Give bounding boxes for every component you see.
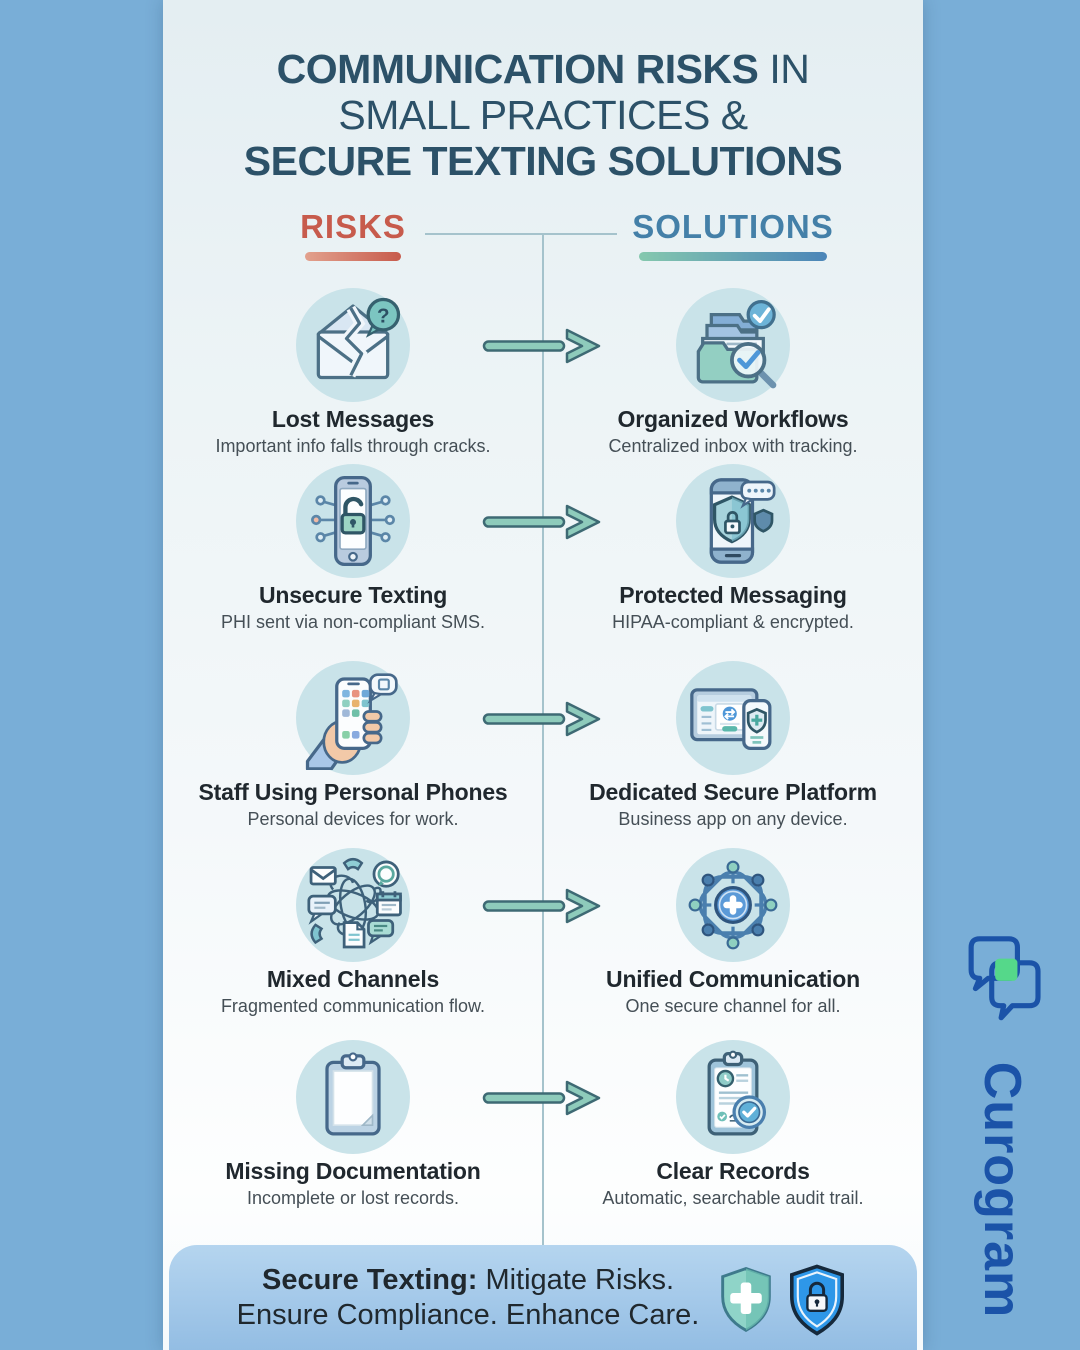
right-arrow-icon [481,698,605,740]
risks-underline [305,252,401,261]
solutions-underline [639,252,827,261]
title-line1-bold: COMMUNICATION RISKS [276,46,759,92]
solution-item: Dedicated Secure Platform Business app o… [543,661,923,830]
shield-cross-icon [721,1266,772,1332]
risk-desc: Personal devices for work. [247,809,459,829]
row-documentation: Missing Documentation Incomplete or lost… [163,1040,923,1209]
row-unsecure-texting: Unsecure Texting PHI sent via non-compli… [163,464,923,633]
risk-title: Mixed Channels [266,966,440,992]
empty-clipboard-icon [325,1052,381,1136]
risk-icon-circle [296,661,410,775]
solution-icon-circle [676,848,790,962]
solutions-header: SOLUTIONS [543,208,923,261]
solution-title: Dedicated Secure Platform [589,779,877,805]
footer-tagline-bold: Secure Texting: [261,1263,478,1296]
risk-icon-circle [296,848,410,962]
risk-desc: Incomplete or lost records. [246,1188,460,1208]
risk-icon-circle [296,464,410,578]
tangled-channels-icon [307,857,402,949]
solution-icon-circle [676,661,790,775]
solution-title: Organized Workflows [617,406,849,432]
solution-item: Unified Communication One secure channel… [543,848,923,1017]
solutions-label: SOLUTIONS [632,208,834,245]
audit-clipboard-icon [707,1050,767,1136]
risk-title: Staff Using Personal Phones [198,779,508,805]
solution-desc: HIPAA-compliant & encrypted. [612,612,854,632]
risks-header: RISKS [163,208,543,261]
footer-banner: Secure Texting: Mitigate Risks. Ensure C… [169,1245,917,1350]
risk-item: ? Lost Messages Important info falls thr… [163,288,543,457]
phone-unlocked-icon [311,476,395,566]
risks-label: RISKS [300,208,406,245]
risk-item: Unsecure Texting PHI sent via non-compli… [163,464,543,633]
right-arrow-icon [481,885,605,927]
risk-desc: Fragmented communication flow. [220,996,486,1016]
solution-desc: Centralized inbox with tracking. [608,436,858,456]
brand-strip: Curogram [923,0,1080,1350]
risk-title: Lost Messages [271,406,435,432]
solution-icon-circle [676,288,790,402]
solution-item: Organized Workflows Centralized inbox wi… [543,288,923,457]
row-personal-phones: Staff Using Personal Phones Personal dev… [163,661,923,830]
folders-magnifier-icon [696,300,777,389]
row-mixed-channels: Mixed Channels Fragmented communication … [163,848,923,1017]
solution-item: Protected Messaging HIPAA-compliant & en… [543,464,923,633]
risk-desc: Important info falls through cracks. [215,436,491,456]
solution-icon-circle [676,464,790,578]
phone-shield-icon [709,478,776,564]
shield-lock-icon [790,1264,845,1336]
network-hub-icon [688,860,778,950]
right-arrow-icon [481,501,605,543]
hand-phone-icon [305,673,398,770]
brand-name: Curogram [972,1061,1031,1319]
risk-item: Mixed Channels Fragmented communication … [163,848,543,1017]
title-line2: SMALL PRACTICES & [338,92,748,138]
footer-tagline: Secure Texting: Mitigate Risks. Ensure C… [237,1263,700,1333]
devices-platform-icon [690,688,772,750]
solution-icon-circle [676,1040,790,1154]
title-line3: SECURE TEXTING SOLUTIONS [243,138,843,184]
curogram-chat-bubbles-icon [959,932,1045,1033]
content-panel: COMMUNICATION RISKS IN SMALL PRACTICES &… [163,0,923,1350]
risk-icon-circle: ? [296,288,410,402]
center-divider-line [542,233,544,1245]
solution-desc: One secure channel for all. [625,996,841,1016]
footer-tagline-line2: Ensure Compliance. Enhance Care. [236,1298,700,1331]
solution-title: Clear Records [656,1158,810,1184]
right-arrow-icon [481,325,605,367]
page-title: COMMUNICATION RISKS IN SMALL PRACTICES &… [163,46,923,184]
risk-item: Missing Documentation Incomplete or lost… [163,1040,543,1209]
title-line1-light: IN [769,46,810,92]
solution-title: Unified Communication [606,966,860,992]
risk-title: Missing Documentation [225,1158,481,1184]
header-connector-line [425,233,617,235]
solution-desc: Business app on any device. [618,809,848,829]
solution-item: Clear Records Automatic, searchable audi… [543,1040,923,1209]
column-headers: RISKS SOLUTIONS [163,208,923,261]
solution-title: Protected Messaging [619,582,847,608]
broken-envelope-icon: ? [316,297,401,380]
footer-shields [715,1264,849,1336]
right-arrow-icon [481,1077,605,1119]
svg-text:?: ? [377,304,390,327]
row-lost-messages: ? Lost Messages Important info falls thr… [163,288,923,457]
risk-item: Staff Using Personal Phones Personal dev… [163,661,543,830]
risk-title: Unsecure Texting [258,582,448,608]
risk-desc: PHI sent via non-compliant SMS. [220,612,486,632]
footer-tagline-line1: Mitigate Risks. [485,1263,674,1296]
solution-desc: Automatic, searchable audit trail. [602,1188,864,1208]
risk-icon-circle [296,1040,410,1154]
